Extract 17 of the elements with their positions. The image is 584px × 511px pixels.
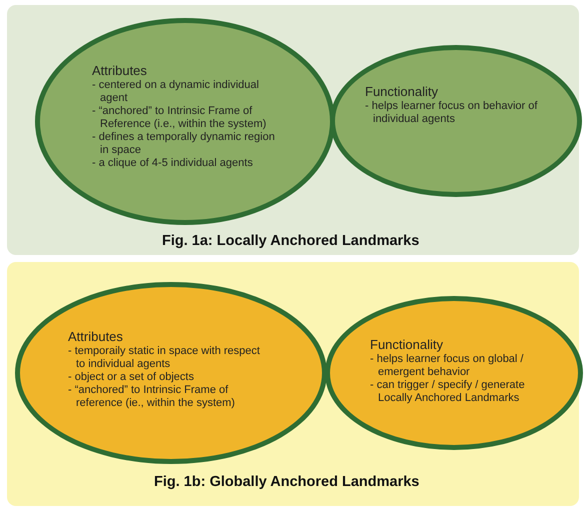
figure-caption: Fig. 1b: Globally Anchored Landmarks bbox=[154, 474, 420, 490]
heading: Attributes bbox=[68, 329, 124, 344]
bullet-text: - helps learner focus on behavior of individual agents bbox=[365, 100, 538, 126]
bullet-text: - temporaily static in space with respect to individual agents bbox=[68, 345, 260, 371]
bullet-text: - helps learner focus on global / emergent behavior bbox=[370, 353, 524, 379]
bullet-text: - defines a temporally dynamic region in space bbox=[92, 131, 276, 157]
bullet-text: - centered on a dynamic individual agent bbox=[92, 79, 260, 105]
bullet-text: - “anchored” to Intrinsic Frame of Reference (i.e., within the system) bbox=[92, 105, 268, 131]
heading: Functionality bbox=[370, 337, 444, 352]
heading: Functionality bbox=[365, 84, 439, 99]
bullet-text: - “anchored” to Intrinsic Frame of reference (ie., within the system) bbox=[68, 384, 236, 410]
panel bbox=[7, 5, 579, 255]
figure-caption: Fig. 1a: Locally Anchored Landmarks bbox=[162, 233, 420, 249]
bullet-text: - object or a set of objects bbox=[68, 371, 195, 384]
bullet-text: - a clique of 4-5 individual agents bbox=[92, 157, 254, 170]
heading: Attributes bbox=[92, 63, 148, 78]
bullet-text: - can trigger / specify / generate Locally Anchored Landmarks bbox=[370, 379, 526, 405]
